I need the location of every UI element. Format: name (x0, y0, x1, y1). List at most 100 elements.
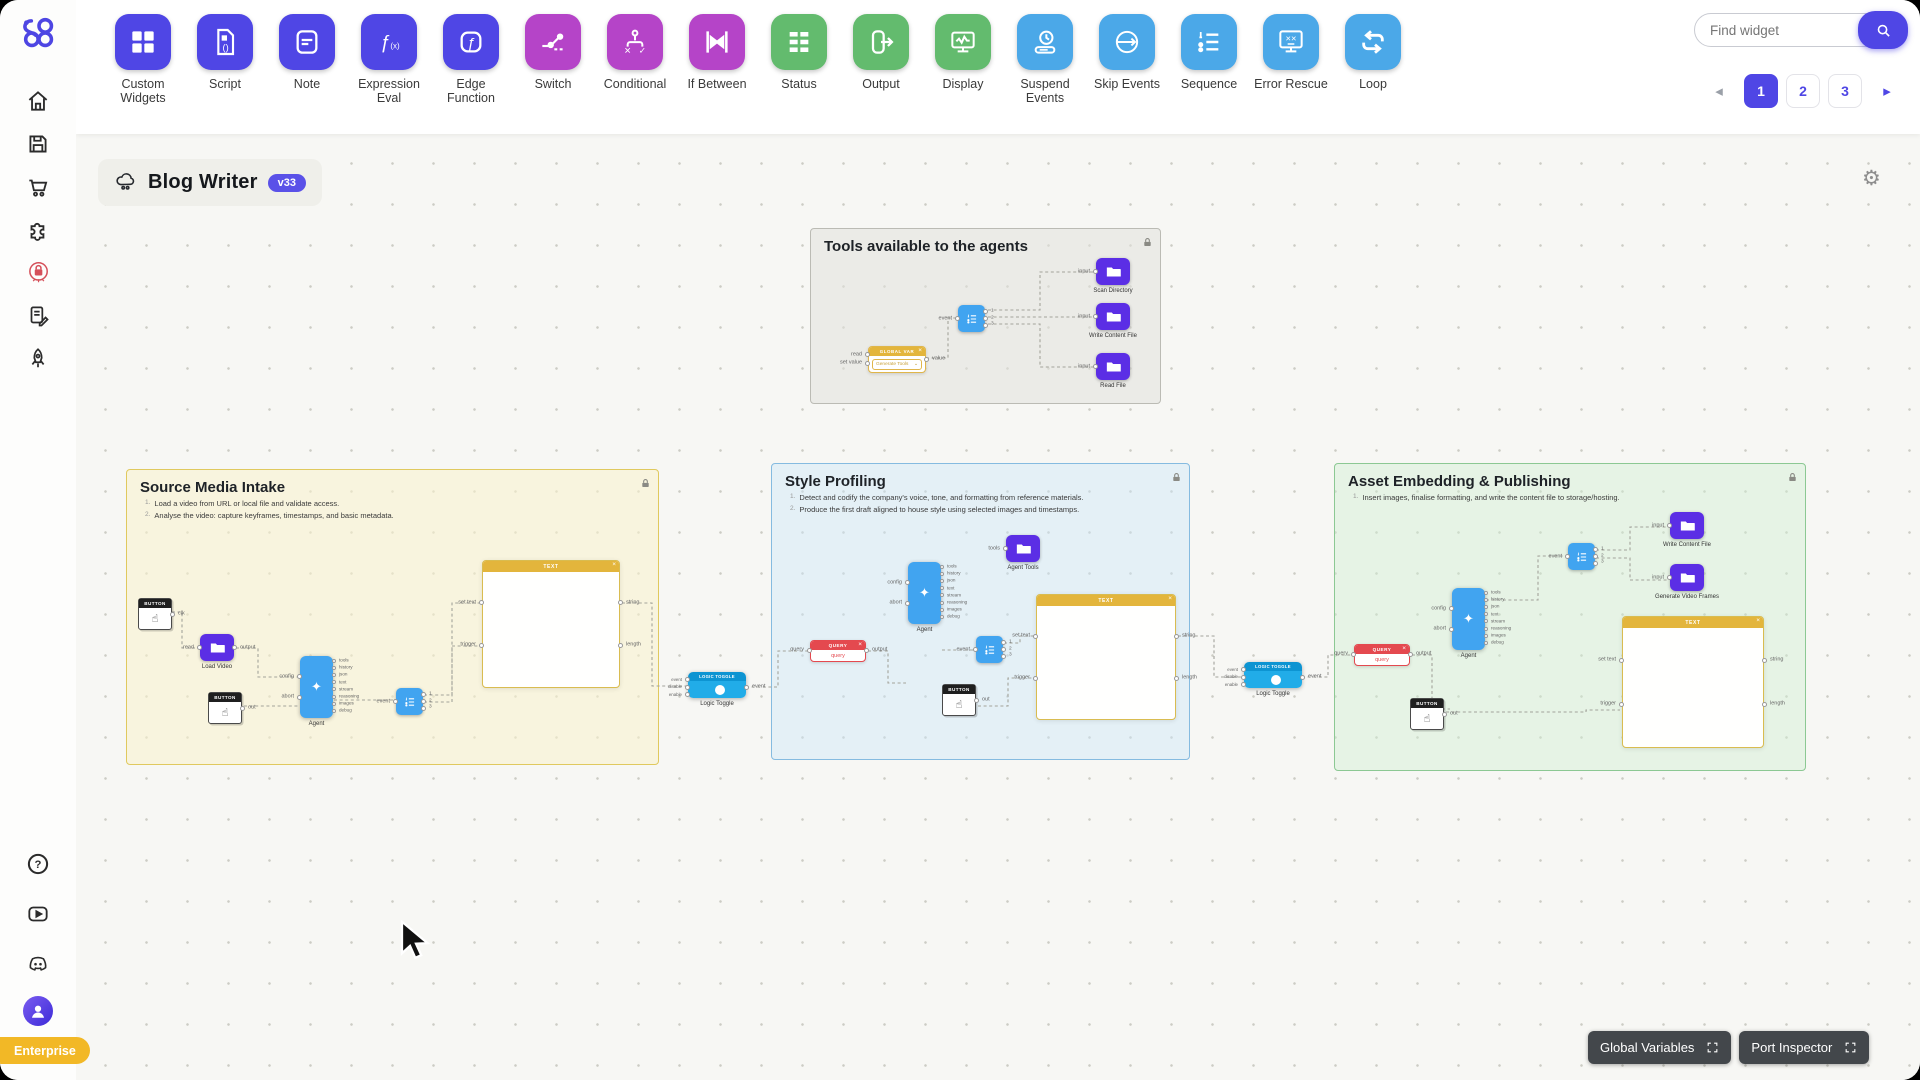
close-icon[interactable]: × (858, 641, 862, 648)
port[interactable] (479, 642, 484, 648)
port[interactable] (1484, 612, 1488, 617)
widget-error-rescue[interactable]: ×× Error Rescue (1254, 14, 1328, 106)
port[interactable] (1593, 554, 1598, 559)
sidebar-item-plugins[interactable] (25, 217, 51, 243)
port[interactable] (332, 658, 336, 663)
port[interactable] (421, 705, 426, 711)
port[interactable] (1408, 651, 1413, 657)
close-icon[interactable]: × (1756, 617, 1760, 624)
widget-expression-eval[interactable]: ƒ(x) Expression Eval (358, 14, 420, 106)
sidebar-item-logs[interactable] (25, 303, 51, 329)
lock-icon[interactable] (1171, 470, 1182, 481)
port[interactable] (807, 647, 812, 653)
port[interactable] (332, 687, 336, 692)
port[interactable] (940, 593, 944, 598)
app-logo-icon[interactable] (18, 12, 58, 52)
close-icon[interactable]: × (612, 561, 616, 568)
widget-suspend-events[interactable]: Suspend Events (1017, 14, 1073, 106)
widget-output[interactable]: Output (853, 14, 909, 106)
widget-if-between[interactable]: If Between (687, 14, 747, 106)
port-inspector-button[interactable]: Port Inspector (1739, 1031, 1870, 1064)
port[interactable] (1593, 560, 1598, 566)
port[interactable] (240, 705, 245, 711)
port[interactable] (983, 316, 988, 321)
lock-icon[interactable] (1142, 235, 1153, 246)
node-seq[interactable]: event 1 2 3 (957, 636, 1012, 663)
port[interactable] (1093, 314, 1098, 319)
sidebar-item-security[interactable] (25, 260, 51, 286)
lock-icon[interactable] (1787, 470, 1798, 481)
port[interactable] (1762, 657, 1767, 663)
port[interactable] (1093, 269, 1098, 274)
sidebar-item-videos[interactable] (25, 901, 51, 927)
port[interactable] (1762, 701, 1767, 707)
variable-select[interactable]: Generate Tools⌄ (872, 358, 922, 370)
port[interactable] (864, 647, 869, 653)
profile-avatar[interactable] (23, 996, 53, 1026)
port[interactable] (297, 694, 302, 700)
port[interactable] (955, 316, 960, 321)
widget-skip-events[interactable]: Skip Events (1094, 14, 1160, 106)
node-button[interactable]: BUTTON ☝out (942, 684, 990, 716)
canvas-settings-gear-icon[interactable]: ⚙ (1862, 167, 1881, 190)
node-button[interactable]: BUTTON ☝clk (138, 598, 185, 630)
port[interactable] (170, 611, 175, 617)
widget-custom-widgets[interactable]: Custom Widgets (115, 14, 171, 106)
port[interactable] (940, 564, 944, 569)
port[interactable] (744, 684, 749, 690)
port[interactable] (197, 645, 202, 650)
port[interactable] (1174, 675, 1179, 681)
port[interactable] (905, 580, 910, 586)
port[interactable] (421, 699, 426, 704)
port[interactable] (332, 701, 336, 706)
port[interactable] (1484, 604, 1488, 609)
widget-status[interactable]: Status (771, 14, 827, 106)
port[interactable] (1241, 682, 1246, 687)
port[interactable] (973, 647, 978, 652)
node-seq[interactable]: event 1 2 3 (939, 305, 994, 332)
port[interactable] (1351, 651, 1356, 657)
port[interactable] (865, 360, 870, 366)
port[interactable] (1484, 590, 1488, 595)
widget-edge-function[interactable]: ƒ Edge Function (443, 14, 499, 106)
page-button-2[interactable]: 2 (1786, 74, 1820, 108)
search-button[interactable] (1858, 11, 1908, 49)
port[interactable] (1484, 626, 1488, 631)
port[interactable] (983, 309, 988, 315)
port[interactable] (332, 708, 336, 713)
port[interactable] (1619, 701, 1624, 707)
workflow-canvas[interactable]: Blog Writer v33 ⚙ Global Variables Port … (76, 134, 1920, 1080)
port[interactable] (393, 699, 398, 704)
widget-loop[interactable]: Loop (1345, 14, 1401, 106)
widget-script[interactable]: () Script (197, 14, 253, 106)
port[interactable] (1241, 674, 1246, 680)
port[interactable] (940, 571, 944, 576)
port[interactable] (983, 322, 988, 328)
node-text-text[interactable]: TEXT ×set text trigger string length (1598, 616, 1785, 748)
port[interactable] (1565, 554, 1570, 559)
port[interactable] (1033, 675, 1038, 681)
port[interactable] (685, 692, 690, 697)
toggle-knob[interactable] (1270, 674, 1281, 685)
sidebar-item-discord[interactable] (25, 951, 51, 977)
port[interactable] (1484, 633, 1488, 638)
port[interactable] (940, 607, 944, 612)
page-button-1[interactable]: 1 (1744, 74, 1778, 108)
port[interactable] (1300, 674, 1305, 680)
sidebar-item-save[interactable] (25, 131, 51, 157)
port[interactable] (1484, 640, 1488, 645)
port[interactable] (905, 600, 910, 606)
close-icon[interactable]: × (1168, 595, 1172, 602)
port[interactable] (1241, 667, 1246, 672)
port[interactable] (1619, 657, 1624, 663)
widget-note[interactable]: Note (279, 14, 335, 106)
